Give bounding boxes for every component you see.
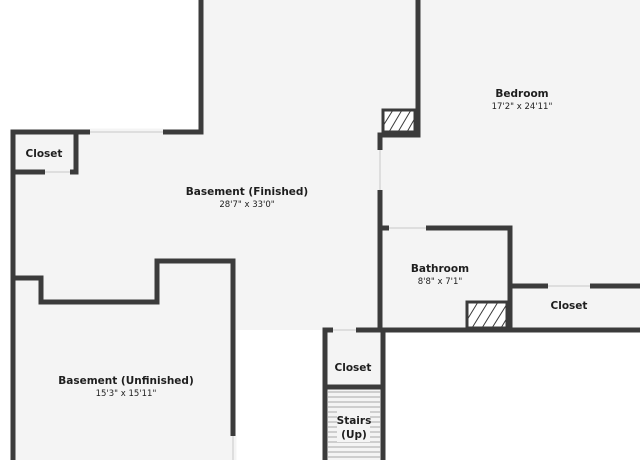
wall-bedroom-left-upper bbox=[377, 0, 421, 332]
main-floor-area bbox=[13, 0, 640, 460]
wall-unfinished-top bbox=[13, 258, 236, 460]
room-name-line2: (Up) bbox=[341, 429, 367, 441]
room-name: Bathroom bbox=[411, 263, 469, 275]
room-name: Closet bbox=[26, 148, 63, 160]
room-name: Closet bbox=[551, 300, 588, 312]
floor-fills bbox=[13, 0, 640, 460]
room-dimensions: 15'3" x 15'11" bbox=[96, 389, 157, 399]
room-closet-center: Closet bbox=[335, 362, 372, 374]
room-stairs: Stairs (Up) bbox=[337, 410, 372, 442]
hatch-box-lower bbox=[465, 300, 509, 330]
room-name: Bedroom bbox=[495, 88, 548, 100]
room-name: Closet bbox=[335, 362, 372, 374]
room-basement-unfinished: Basement (Unfinished) 15'3" x 15'11" bbox=[58, 375, 194, 399]
room-closet-right: Closet bbox=[551, 300, 588, 312]
room-name: Basement (Unfinished) bbox=[58, 375, 194, 387]
room-name: Basement (Finished) bbox=[186, 186, 308, 198]
room-dimensions: 8'8" x 7'1" bbox=[418, 277, 463, 287]
hatch-box-upper bbox=[381, 108, 417, 134]
room-basement-finished: Basement (Finished) 28'7" x 33'0" bbox=[186, 186, 308, 210]
wall-closet-left bbox=[13, 132, 79, 175]
room-closet-left: Closet bbox=[26, 148, 63, 160]
room-bathroom: Bathroom 8'8" x 7'1" bbox=[411, 263, 469, 287]
wall-lower-horizontal bbox=[322, 327, 640, 460]
room-bedroom: Bedroom 17'2" x 24'11" bbox=[492, 88, 553, 112]
stairs-label-backdrop bbox=[337, 410, 370, 442]
room-dimensions: 28'7" x 33'0" bbox=[219, 200, 274, 210]
room-dimensions: 17'2" x 24'11" bbox=[492, 102, 553, 112]
door-openings bbox=[45, 128, 590, 460]
room-name-line1: Stairs bbox=[337, 415, 372, 427]
